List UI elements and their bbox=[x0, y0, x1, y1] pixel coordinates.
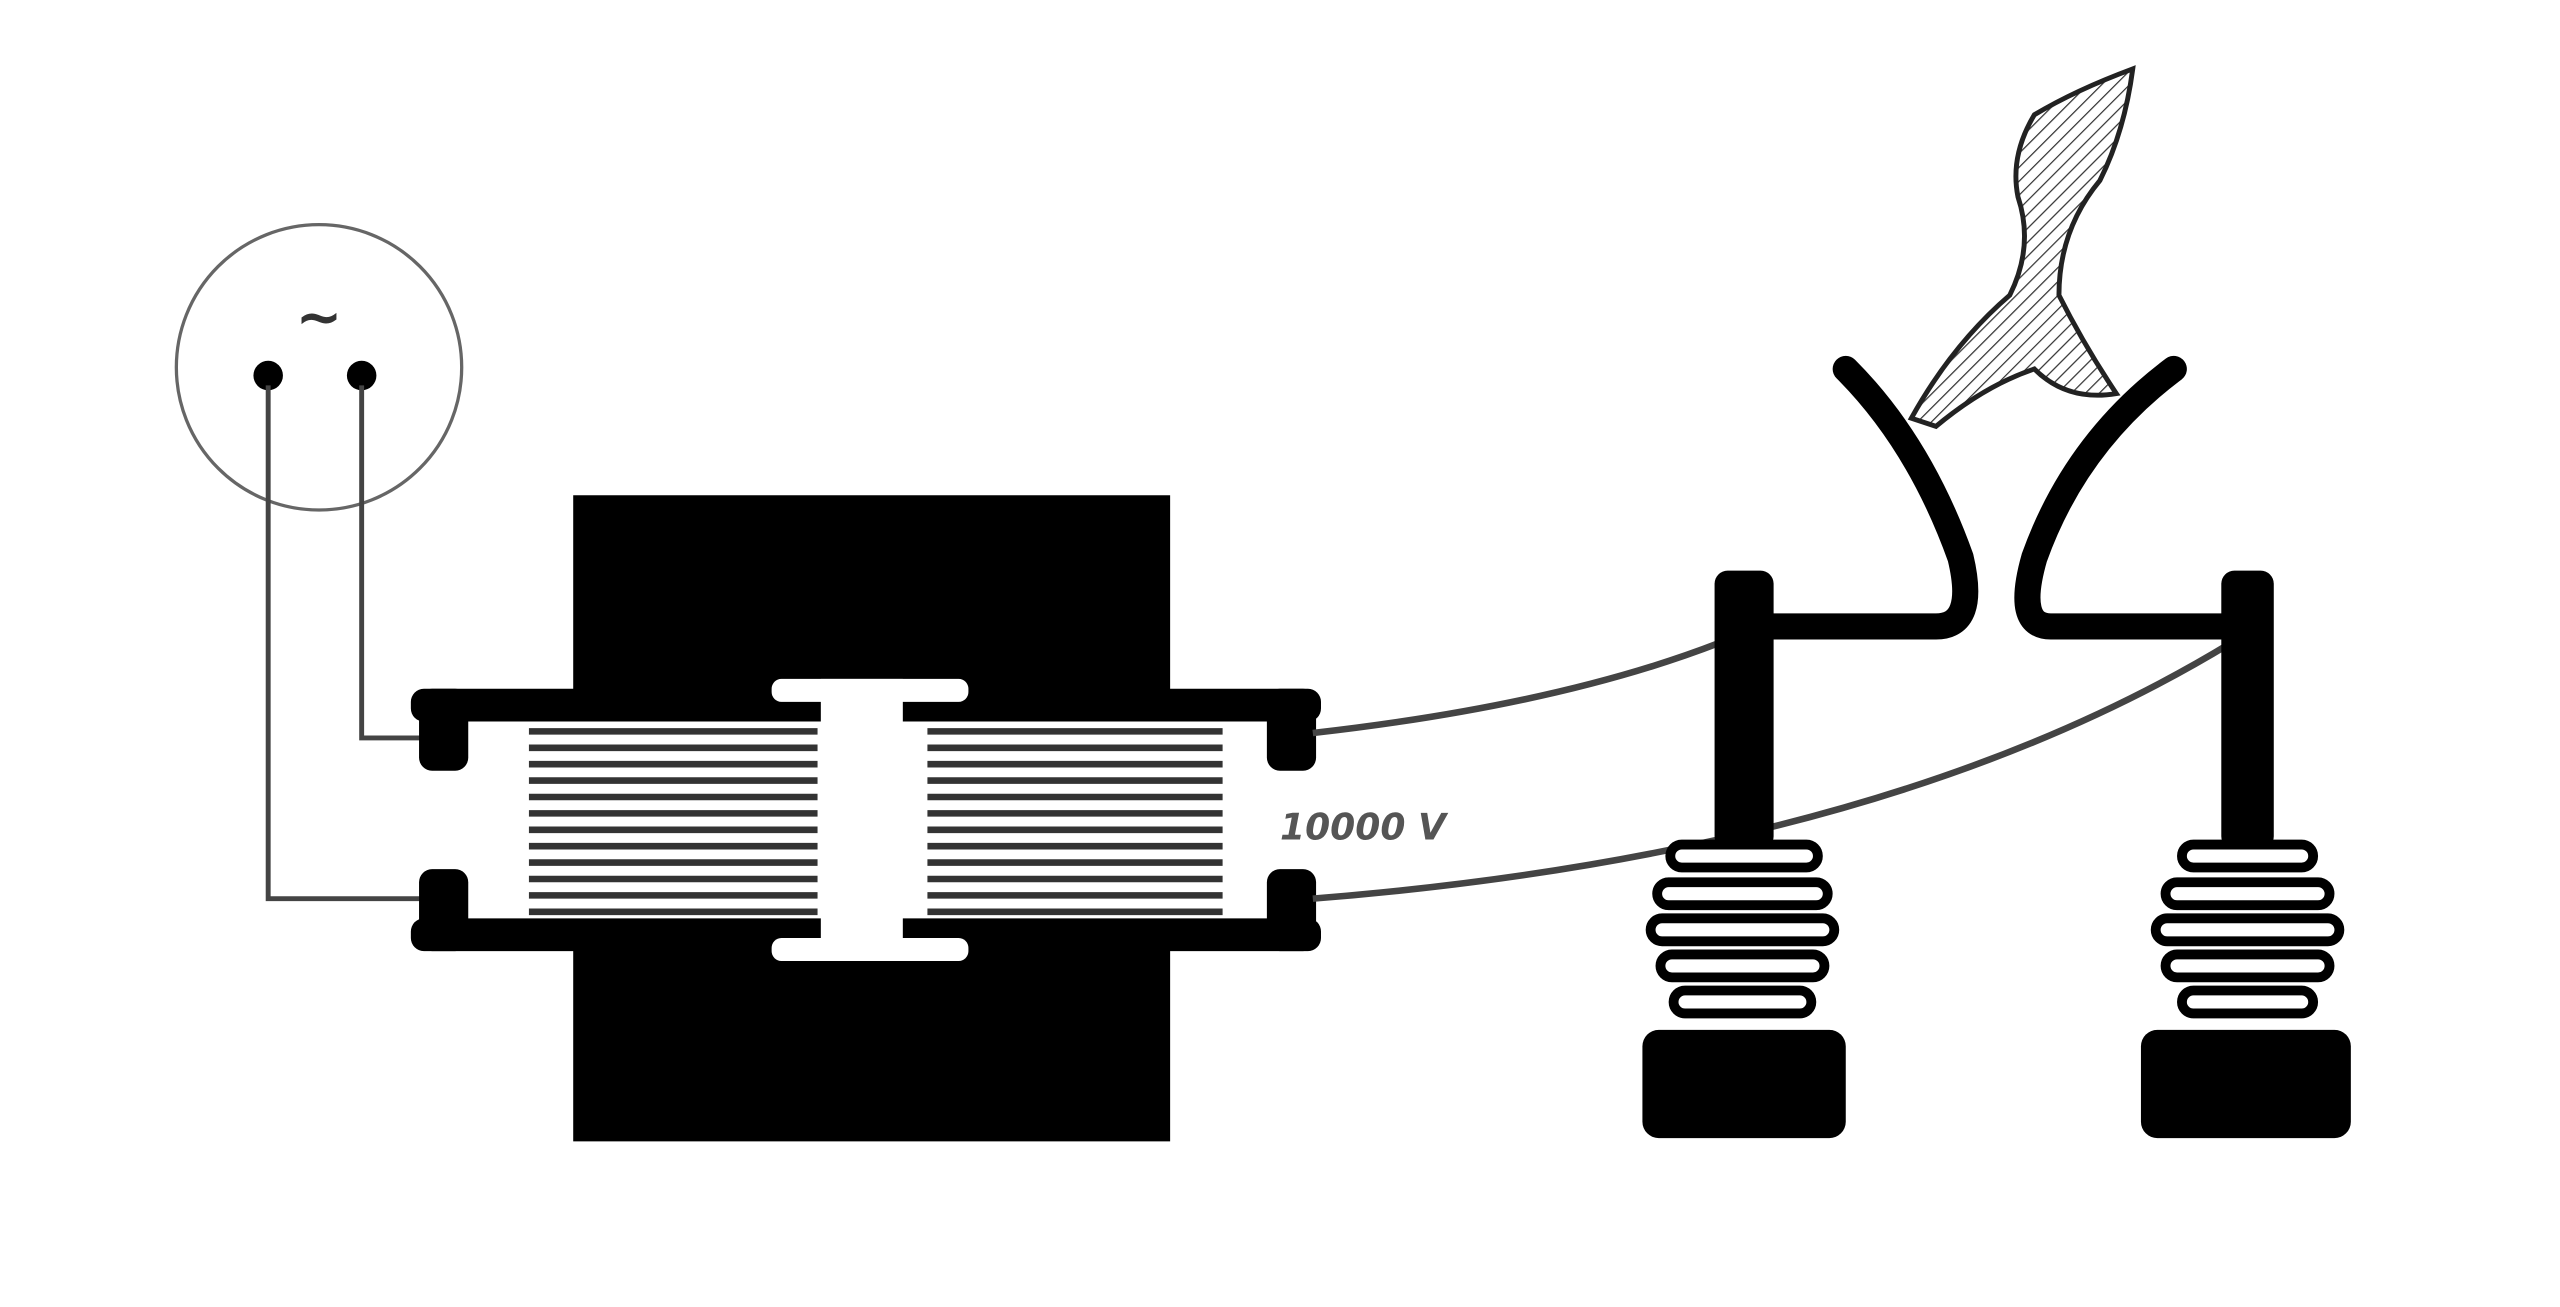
insulator-left bbox=[1642, 570, 1846, 1139]
ac-source: ~ bbox=[174, 223, 464, 512]
insulator-right bbox=[2140, 570, 2351, 1139]
transformer bbox=[410, 495, 1321, 1142]
transformer-core-top bbox=[573, 495, 1171, 693]
voltage-label: 10000 V bbox=[1280, 807, 1449, 849]
transformer-core-bottom bbox=[573, 947, 1171, 1142]
secondary-coil bbox=[927, 728, 1223, 916]
horn-electrode-left bbox=[1750, 355, 1979, 640]
primary-coil bbox=[528, 728, 818, 916]
horn-electrode-right bbox=[2014, 355, 2245, 640]
electric-arc bbox=[1907, 65, 2136, 430]
secondary-wires bbox=[1312, 639, 2233, 902]
ac-symbol: ~ bbox=[296, 285, 343, 350]
horn-electrodes bbox=[1750, 355, 2245, 640]
primary-wires bbox=[265, 385, 436, 902]
